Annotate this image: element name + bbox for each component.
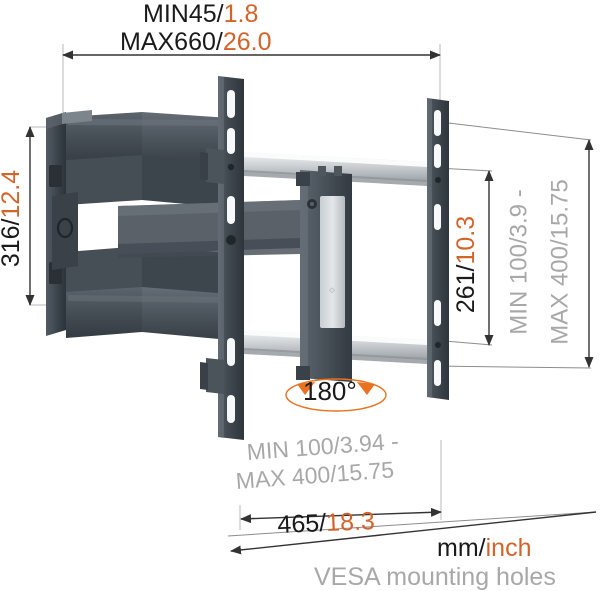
label-rotation-value: 180° [303, 376, 357, 406]
rotation-arrow-right [357, 382, 375, 395]
label-vesa-vertical-line2: MAX 400/15.75 [546, 179, 574, 345]
center-insert-panel [320, 196, 345, 328]
vesa-slots-right [434, 110, 441, 386]
plate-top-cap [62, 110, 92, 124]
arm-upper-segment-c [66, 155, 142, 205]
legend-units: mm/inch [437, 534, 532, 562]
legend-vesa-note: VESA mounting holes [314, 563, 556, 591]
arm-lower-segment-b [142, 246, 230, 299]
label-bracket-height: 261/10.3 [452, 215, 481, 314]
arm-lower-segment-a [66, 246, 142, 298]
arm-upper-segment-a [66, 112, 142, 166]
taper-guides [227, 121, 597, 537]
label-height: 316/12.4 [0, 169, 26, 268]
rotation-arrow-left [297, 382, 315, 395]
dimension-lines [25, 50, 597, 555]
vesa-strip-right [427, 98, 449, 400]
label-extension-min: MIN45/1.8 [143, 0, 259, 28]
rotation-badge [281, 371, 391, 413]
clamp-left-lower [206, 358, 224, 394]
rotation-ellipse [285, 378, 387, 412]
label-vesa-vertical-line1: MIN 100/3.9 - [505, 189, 533, 335]
clamp-left-upper [206, 148, 224, 184]
arm-center-post [52, 192, 78, 270]
arm-lower-segment-c [66, 287, 142, 338]
dimline-vesa-horizontal [230, 511, 597, 555]
brand-logo-mark: ◇ [329, 287, 335, 294]
arm-lower-segment-d [142, 287, 230, 340]
vesa-strip-left [218, 76, 244, 440]
vesa-slots-left [227, 90, 235, 423]
label-extension-max: MAX660/26.0 [120, 28, 272, 56]
label-width: 465/18.3 [276, 507, 376, 539]
dimline-width [240, 507, 442, 524]
pivot-hole [56, 217, 74, 239]
